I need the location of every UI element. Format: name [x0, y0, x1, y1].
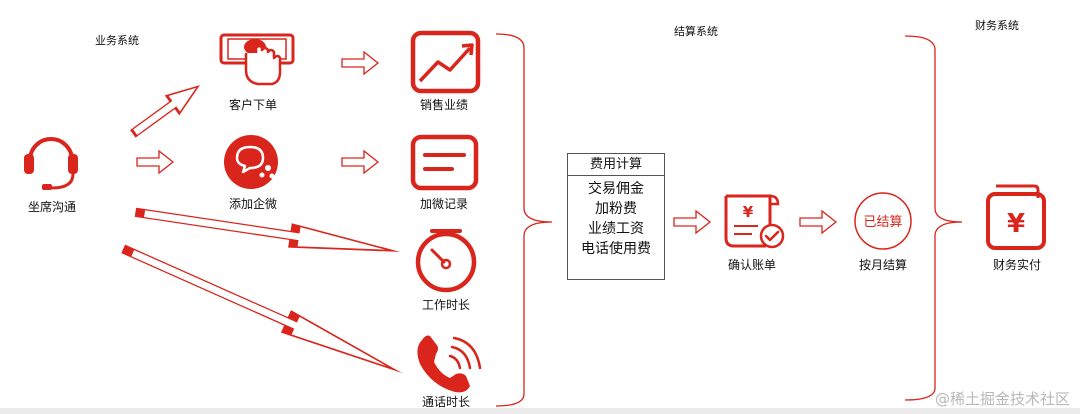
fee-item: 业绩工资 — [588, 221, 644, 237]
confirm-bill-label: 确认账单 — [727, 258, 777, 272]
business-system-label: 业务系统 — [95, 34, 139, 47]
watermark: @稀土掘金技术社区 — [934, 390, 1070, 408]
arrow-agent-to-order — [126, 76, 206, 144]
arrow-order-to-sales — [341, 51, 379, 75]
record-list-icon — [410, 134, 479, 191]
finance-wallet-icon: ¥ — [986, 184, 1046, 250]
mobile-order-icon — [219, 33, 295, 86]
fee-box-title: 费用计算 — [568, 154, 664, 176]
arrow-agent-to-work-time — [138, 202, 394, 262]
settlement-system-label: 结算系统 — [674, 25, 718, 38]
arrow-wecom-to-record — [341, 150, 379, 174]
call-time-label: 通话时长 — [421, 395, 471, 409]
settled-badge-text: 已结算 — [863, 215, 902, 230]
wecom-chat-icon — [224, 135, 278, 189]
bottom-strip — [0, 408, 1080, 414]
fee-item: 加粉费 — [595, 201, 637, 217]
stopwatch-icon — [415, 229, 477, 293]
fee-item: 电话使用费 — [581, 241, 651, 257]
finance-pay-label: 财务实付 — [992, 258, 1042, 272]
finance-system-label: 财务系统 — [975, 19, 1019, 32]
monthly-settle-label: 按月结算 — [858, 258, 908, 272]
wecom-record-label: 加微记录 — [419, 197, 469, 211]
settled-stamp-icon: 已结算 — [854, 192, 912, 250]
arrow-fee-to-bill — [673, 210, 711, 234]
order-label: 客户下单 — [228, 98, 278, 112]
fee-calculation-box: 费用计算 交易佣金 加粉费 业绩工资 电话使用费 — [567, 153, 665, 280]
arrow-agent-to-call-time — [124, 241, 399, 380]
phone-call-icon — [417, 335, 482, 393]
settlement-brace — [495, 33, 553, 407]
sales-label: 销售业绩 — [419, 98, 469, 112]
finance-brace — [904, 35, 963, 401]
wecom-label: 添加企微 — [228, 197, 278, 211]
arrow-bill-to-settle — [799, 210, 837, 234]
sales-chart-icon — [410, 30, 481, 94]
agent-label: 坐席沟通 — [27, 200, 77, 214]
arrow-agent-to-wecom — [136, 150, 174, 174]
work-time-label: 工作时长 — [421, 298, 471, 312]
bill-receipt-icon: ¥ — [724, 194, 785, 249]
fee-item: 交易佣金 — [588, 181, 644, 197]
headset-icon — [24, 137, 78, 190]
wallet-yen-symbol: ¥ — [1007, 209, 1025, 239]
bill-yen-symbol: ¥ — [743, 203, 754, 221]
